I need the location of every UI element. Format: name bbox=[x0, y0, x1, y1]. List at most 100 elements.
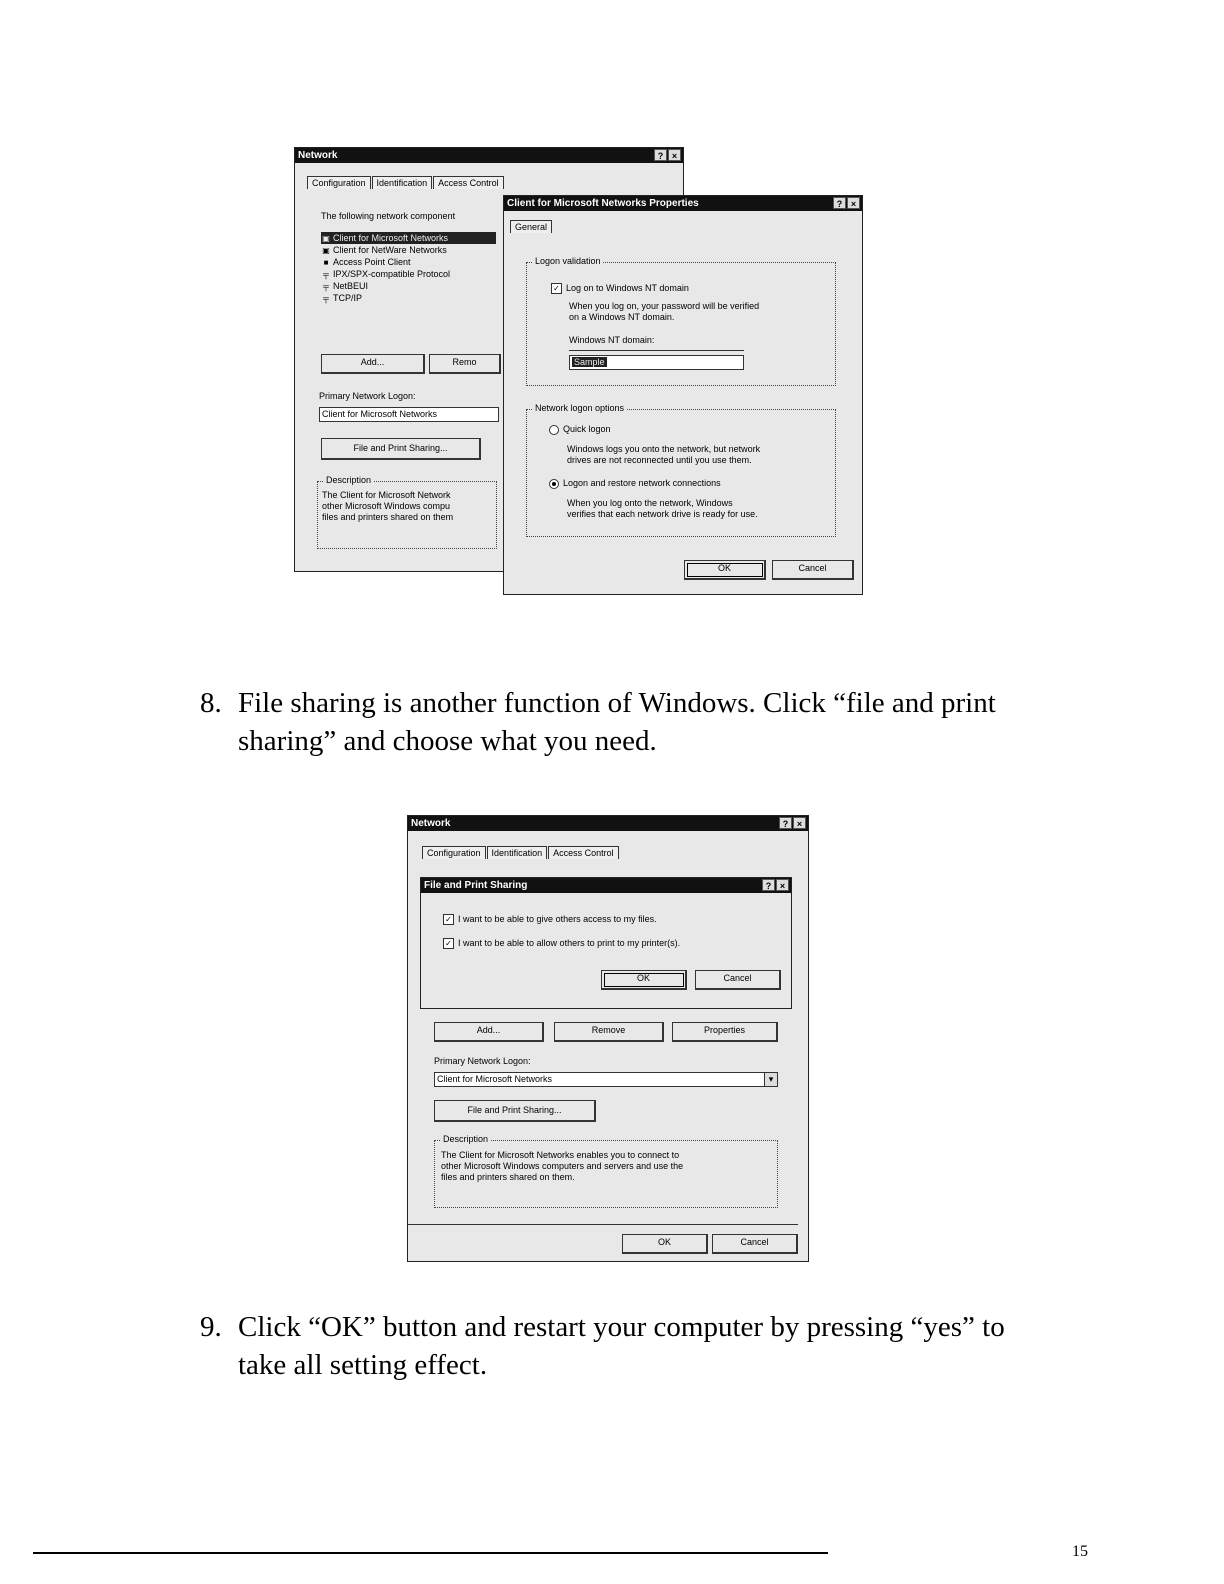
primary-logon-label: Primary Network Logon: bbox=[319, 391, 416, 401]
primary-logon-select[interactable]: Client for Microsoft Networks ▾ bbox=[434, 1072, 778, 1087]
list-item[interactable]: ╤IPX/SPX-compatible Protocol bbox=[321, 268, 496, 280]
logon-validation-label: Logon validation bbox=[533, 256, 603, 266]
components-list[interactable]: ▣Client for Microsoft Networks ▣Client f… bbox=[321, 232, 496, 304]
client-icon: ▣ bbox=[322, 233, 330, 243]
footer-rule bbox=[33, 1552, 828, 1554]
network-logon-options-group: Network logon options Quick logon Window… bbox=[526, 403, 836, 537]
protocol-icon: ╤ bbox=[323, 281, 329, 291]
ok-button[interactable]: OK bbox=[622, 1234, 708, 1254]
tab-general[interactable]: General bbox=[510, 220, 553, 233]
client-icon: ■ bbox=[323, 257, 329, 267]
tab-access-control[interactable]: Access Control bbox=[433, 176, 504, 189]
step-number: 9. bbox=[200, 1311, 222, 1343]
help-icon[interactable]: ? bbox=[779, 817, 792, 829]
description-line: The Client for Microsoft Networks enable… bbox=[441, 1150, 680, 1160]
step-text-line: sharing” and choose what you need. bbox=[238, 725, 657, 757]
remove-button[interactable]: Remo bbox=[429, 354, 501, 374]
description-line: other Microsoft Windows compu bbox=[322, 501, 451, 511]
logon-nt-domain-checkbox[interactable]: ✓Log on to Windows NT domain bbox=[551, 283, 689, 295]
list-item[interactable]: ╤TCP/IP bbox=[321, 292, 496, 304]
client-tabs: General bbox=[510, 220, 553, 233]
divider bbox=[408, 1224, 798, 1225]
network-tabs: Configuration Identification Access Cont… bbox=[307, 176, 505, 189]
fps-dialog-titlebar: File and Print Sharing ? × bbox=[421, 878, 791, 893]
checkbox-checked-icon: ✓ bbox=[443, 938, 454, 950]
protocol-icon: ╤ bbox=[323, 293, 329, 303]
protocol-icon: ╤ bbox=[323, 269, 329, 279]
list-item[interactable]: ■Access Point Client bbox=[321, 256, 496, 268]
client-dialog-titlebar: Client for Microsoft Networks Properties… bbox=[504, 196, 862, 211]
description-label: Description bbox=[441, 1134, 491, 1144]
network-window-titlebar: Network ? × bbox=[408, 816, 808, 831]
primary-logon-select[interactable]: Client for Microsoft Networks bbox=[319, 407, 499, 422]
close-icon[interactable]: × bbox=[668, 149, 681, 161]
fps-cancel-button[interactable]: Cancel bbox=[695, 970, 781, 990]
dialog-title: File and Print Sharing bbox=[424, 880, 528, 891]
dialog-title: Client for Microsoft Networks Properties bbox=[507, 198, 699, 209]
quick-logon-desc-line: Windows logs you onto the network, but n… bbox=[567, 444, 761, 454]
close-icon[interactable]: × bbox=[847, 197, 860, 209]
client-icon: ▣ bbox=[322, 245, 330, 255]
description-group: Description The Client for Microsoft Net… bbox=[317, 475, 497, 549]
list-item[interactable]: ▣Client for NetWare Networks bbox=[322, 245, 447, 255]
primary-logon-label: Primary Network Logon: bbox=[434, 1056, 531, 1066]
nt-domain-underline bbox=[569, 350, 744, 351]
nt-domain-label: Windows NT domain: bbox=[569, 335, 655, 345]
share-files-checkbox[interactable]: ✓I want to be able to give others access… bbox=[443, 914, 657, 926]
network-window: Network ? × Configuration Identification… bbox=[407, 815, 809, 1262]
tab-identification[interactable]: Identification bbox=[371, 176, 433, 189]
step-number: 8. bbox=[200, 687, 222, 719]
step-9: 9. Click “OK” button and restart your co… bbox=[200, 1308, 1120, 1388]
tab-access-control[interactable]: Access Control bbox=[548, 846, 619, 859]
ok-button[interactable]: OK bbox=[684, 560, 766, 580]
restore-desc-line: verifies that each network drive is read… bbox=[567, 509, 758, 519]
close-icon[interactable]: × bbox=[776, 879, 789, 891]
file-and-print-sharing-button[interactable]: File and Print Sharing... bbox=[321, 438, 481, 460]
nt-domain-input[interactable]: Sample bbox=[569, 355, 744, 370]
help-icon[interactable]: ? bbox=[833, 197, 846, 209]
cancel-button[interactable]: Cancel bbox=[772, 560, 854, 580]
step-8: 8. File sharing is another function of W… bbox=[200, 684, 1120, 764]
logon-validation-group: Logon validation ✓Log on to Windows NT d… bbox=[526, 256, 836, 386]
checkbox-checked-icon: ✓ bbox=[443, 914, 454, 926]
primary-logon-value: Client for Microsoft Networks bbox=[437, 1074, 553, 1084]
restore-connections-radio[interactable]: Logon and restore network connections bbox=[549, 478, 721, 489]
share-printers-checkbox[interactable]: ✓I want to be able to allow others to pr… bbox=[443, 938, 680, 950]
quick-logon-radio[interactable]: Quick logon bbox=[549, 424, 611, 435]
file-and-print-sharing-dialog: File and Print Sharing ? × ✓I want to be… bbox=[420, 877, 792, 1009]
nt-domain-value: Sample bbox=[572, 357, 607, 367]
components-label: The following network component bbox=[321, 211, 456, 221]
description-line: other Microsoft Windows computers and se… bbox=[441, 1161, 684, 1171]
description-line: files and printers shared on them. bbox=[441, 1172, 575, 1182]
remove-button[interactable]: Remove bbox=[554, 1022, 664, 1042]
help-icon[interactable]: ? bbox=[762, 879, 775, 891]
window-title: Network bbox=[411, 818, 451, 829]
properties-button[interactable]: Properties bbox=[672, 1022, 778, 1042]
network-logon-options-label: Network logon options bbox=[533, 403, 627, 413]
description-group: Description The Client for Microsoft Net… bbox=[434, 1134, 778, 1208]
file-and-print-sharing-button[interactable]: File and Print Sharing... bbox=[434, 1100, 596, 1122]
list-item[interactable]: ▣Client for Microsoft Networks bbox=[321, 232, 496, 244]
radio-unselected-icon bbox=[549, 424, 559, 435]
description-line: The Client for Microsoft Network bbox=[322, 490, 451, 500]
logon-nt-desc-line: on a Windows NT domain. bbox=[569, 312, 675, 322]
step-text-line: Click “OK” button and restart your compu… bbox=[238, 1311, 1005, 1343]
tab-configuration[interactable]: Configuration bbox=[307, 176, 371, 189]
description-line: files and printers shared on them bbox=[322, 512, 454, 522]
step-text-line: take all setting effect. bbox=[238, 1349, 488, 1381]
checkbox-checked-icon: ✓ bbox=[551, 283, 562, 295]
restore-desc-line: When you log onto the network, Windows bbox=[567, 498, 733, 508]
description-label: Description bbox=[324, 475, 374, 485]
help-icon[interactable]: ? bbox=[654, 149, 667, 161]
list-item[interactable]: ╤NetBEUI bbox=[321, 280, 496, 292]
network-window-titlebar: Network ? × bbox=[295, 148, 683, 163]
radio-selected-icon bbox=[549, 478, 559, 489]
add-button[interactable]: Add... bbox=[321, 354, 425, 374]
fps-ok-button[interactable]: OK bbox=[601, 970, 687, 990]
chevron-down-icon[interactable]: ▾ bbox=[764, 1073, 777, 1086]
tab-configuration[interactable]: Configuration bbox=[422, 846, 486, 859]
add-button[interactable]: Add... bbox=[434, 1022, 544, 1042]
close-icon[interactable]: × bbox=[793, 817, 806, 829]
cancel-button[interactable]: Cancel bbox=[712, 1234, 798, 1254]
tab-identification[interactable]: Identification bbox=[486, 846, 548, 859]
